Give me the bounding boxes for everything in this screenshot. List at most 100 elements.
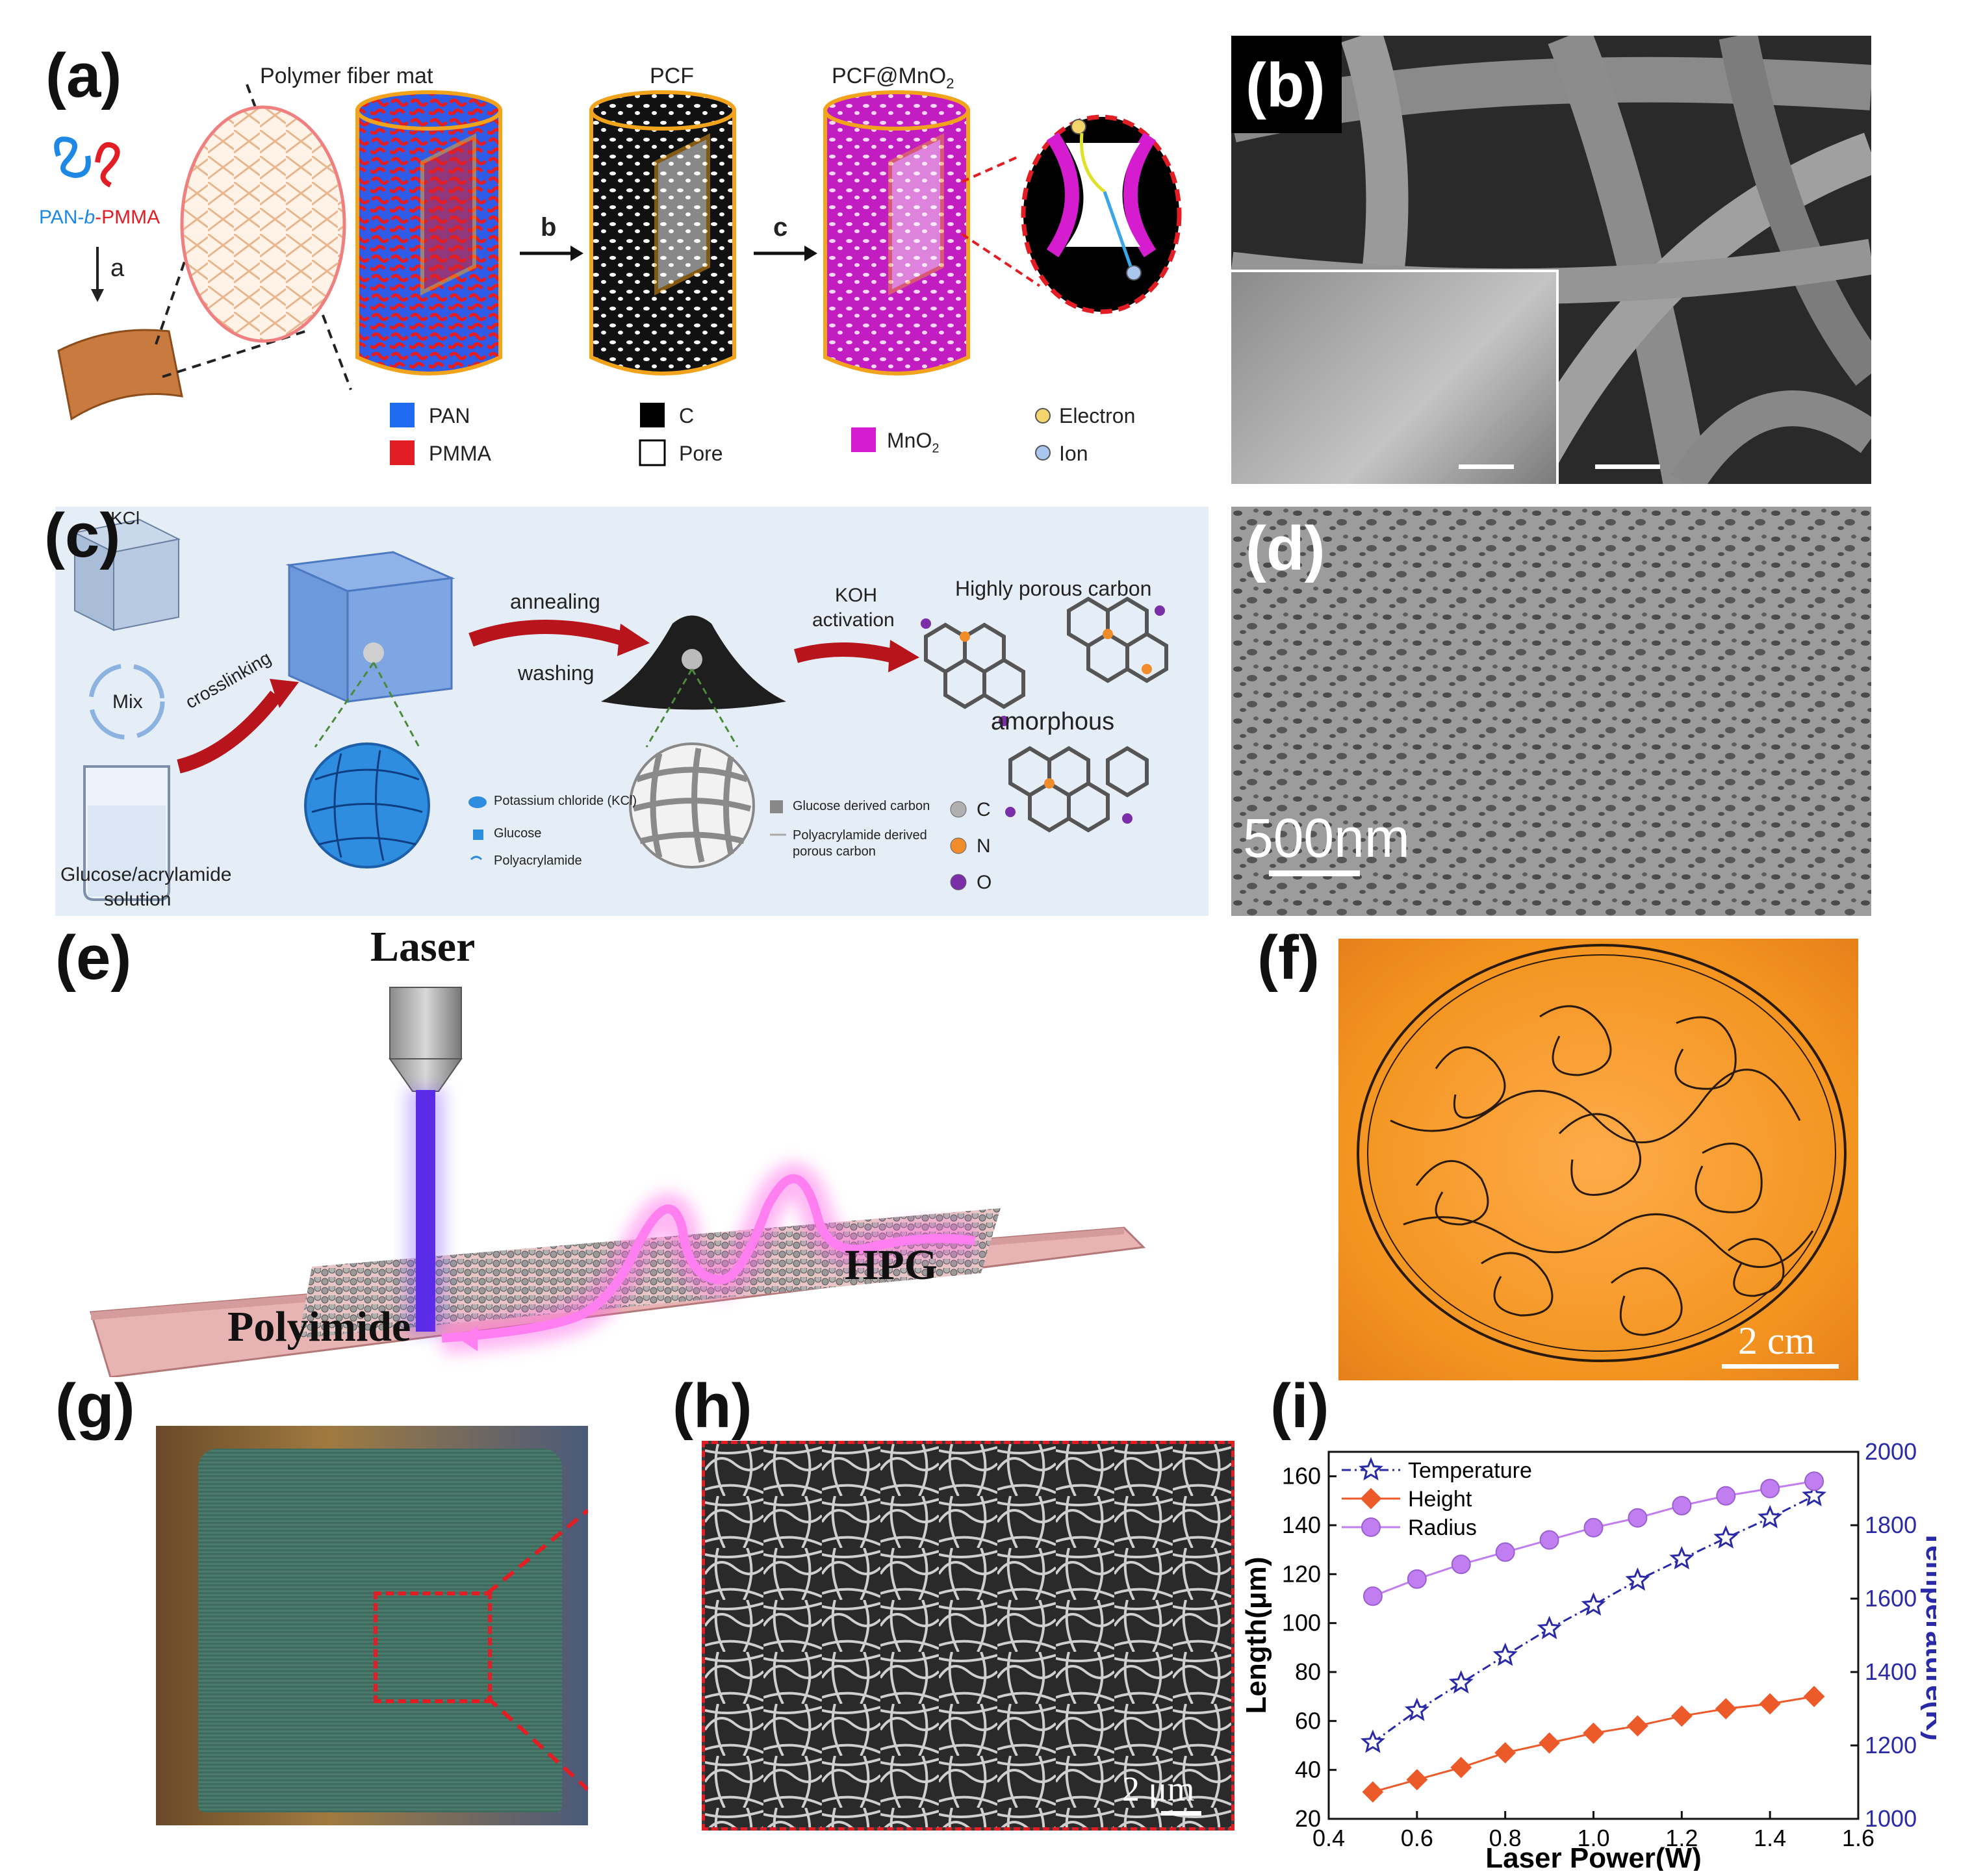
y-tick-label: 40 [1295, 1756, 1321, 1783]
series-radius-point [1583, 1517, 1604, 1538]
pan-chain-icon [54, 136, 91, 179]
legend-glucose: Glucose [494, 826, 542, 841]
series-radius-point [1539, 1530, 1559, 1550]
series-radius-point [1363, 1586, 1383, 1606]
series-height-point [1583, 1722, 1604, 1744]
fiber-mat-circle [180, 105, 346, 343]
series-temperature-point [1360, 1729, 1385, 1753]
series-temperature-point [1758, 1504, 1783, 1528]
panel-f-scalebar [1722, 1364, 1839, 1369]
panel-c-schematic [72, 518, 1168, 901]
panel-e: Laser HPG Polyimide [78, 922, 1170, 1378]
series-temperature-point [1581, 1592, 1606, 1616]
y2-tick-label: 1600 [1865, 1585, 1917, 1612]
amorphous-label: amorphous [991, 708, 1115, 735]
panel-d-scalebar [1269, 870, 1360, 876]
panel-f-scale-text: 2 cm [1738, 1319, 1815, 1362]
y-axis-label: Length(μm) [1240, 1557, 1272, 1714]
pan-swatch [390, 403, 415, 427]
legend-pan: PAN [429, 404, 470, 427]
x-tick-label: 0.4 [1312, 1825, 1345, 1851]
atom-n-label: N [977, 835, 991, 857]
hydrogel-cube [285, 551, 455, 704]
panel-d: (d) 500nm [1231, 507, 1871, 916]
legend-label: Temperature [1408, 1458, 1532, 1483]
series-radius-point [1760, 1478, 1780, 1499]
laser-head [389, 987, 462, 1059]
polymer-label: PAN-b-PMMA [39, 207, 160, 228]
washing-label: washing [518, 661, 595, 685]
series-radius-point [1804, 1471, 1824, 1491]
panel-b-scalebar [1595, 464, 1660, 469]
koh-label: KOH [835, 585, 878, 606]
panel-c-label: (c) [44, 501, 121, 570]
y-tick-label: 120 [1282, 1560, 1321, 1587]
series-height-point [1803, 1686, 1825, 1708]
series-height-point [1759, 1693, 1781, 1715]
panel-a-fiber-title: Polymer fiber mat [260, 64, 433, 88]
legend-label: Height [1408, 1487, 1472, 1512]
hydrogel-zoom-circle [304, 742, 430, 868]
series-temperature-point [1625, 1567, 1650, 1591]
panel-d-label: (d) [1246, 514, 1325, 583]
y2-tick-label: 1200 [1865, 1732, 1917, 1758]
panel-b: (b) [1231, 36, 1871, 484]
atom-c-label: C [977, 799, 991, 820]
panel-f-pattern-image [1357, 944, 1847, 1362]
panel-f: 2 cm [1338, 939, 1858, 1380]
laser-beam [416, 1090, 435, 1332]
atom-o-label: O [977, 872, 992, 893]
legend-pa-carbon-1: Polyacrylamide derived [793, 828, 927, 843]
panel-a-pcfmno2-title: PCF@MnO2 [832, 64, 954, 92]
series-height-point [1494, 1742, 1516, 1764]
pore-swatch [639, 439, 666, 466]
series-temperature-line [1372, 1495, 1815, 1743]
panel-d-sem-image [1231, 507, 1871, 916]
pmma-swatch [390, 440, 415, 465]
series-height-point [1715, 1698, 1737, 1719]
series-height-point [1539, 1732, 1560, 1754]
y2-tick-label: 1400 [1865, 1658, 1917, 1685]
panel-g [156, 1426, 588, 1825]
series-height-point [1362, 1781, 1384, 1803]
series-radius-point [1672, 1495, 1692, 1515]
c-swatch [640, 403, 665, 427]
series-temperature-point [1669, 1546, 1695, 1570]
annealing-label: annealing [510, 590, 600, 613]
panel-b-label: (b) [1246, 51, 1325, 120]
panel-a-schematic [54, 84, 1182, 466]
series-temperature-point [1713, 1525, 1739, 1549]
series-radius-point [1407, 1569, 1427, 1589]
y-tick-label: 60 [1295, 1707, 1321, 1734]
legend-marker [1361, 1517, 1381, 1537]
legend-electron: Electron [1059, 404, 1136, 427]
x-tick-label: 1.4 [1754, 1825, 1786, 1851]
legend-ion: Ion [1059, 442, 1088, 465]
solution-label-1: Glucose/acrylamide [60, 864, 232, 885]
legend-kcl: Potassium chloride (KCl) [494, 794, 637, 808]
series-height-point [1627, 1715, 1648, 1737]
step-c-label: c [773, 213, 788, 242]
panel-a: (a) Polymer fiber mat PCF PCF@MnO2 [0, 0, 1222, 494]
panel-f-label: (f) [1257, 923, 1320, 993]
step-a-label: a [110, 255, 125, 282]
y2-tick-label: 1800 [1865, 1512, 1917, 1538]
panel-d-scale-text: 500nm [1243, 807, 1410, 868]
series-radius-point [1451, 1554, 1471, 1575]
y2-axis-label: Temperature(K) [1920, 1530, 1936, 1740]
kcl-label: KCl [110, 508, 140, 528]
panel-e-schematic [90, 987, 1146, 1378]
zoom-lines [485, 1508, 588, 1792]
series-radius-point [1716, 1486, 1736, 1506]
x-tick-label: 0.6 [1401, 1825, 1433, 1851]
series-height-line [1372, 1695, 1815, 1794]
panel-b-inset [1231, 270, 1559, 484]
x-tick-label: 0.8 [1489, 1825, 1522, 1851]
panel-i-label: (i) [1270, 1371, 1329, 1441]
y-tick-label: 100 [1282, 1610, 1321, 1636]
panel-b-label-box [1231, 36, 1342, 133]
highly-porous-label: Highly porous carbon [955, 577, 1152, 600]
panel-h-label: (h) [672, 1371, 752, 1441]
laser-label: Laser [370, 923, 476, 970]
x-tick-label: 1.6 [1842, 1825, 1874, 1851]
